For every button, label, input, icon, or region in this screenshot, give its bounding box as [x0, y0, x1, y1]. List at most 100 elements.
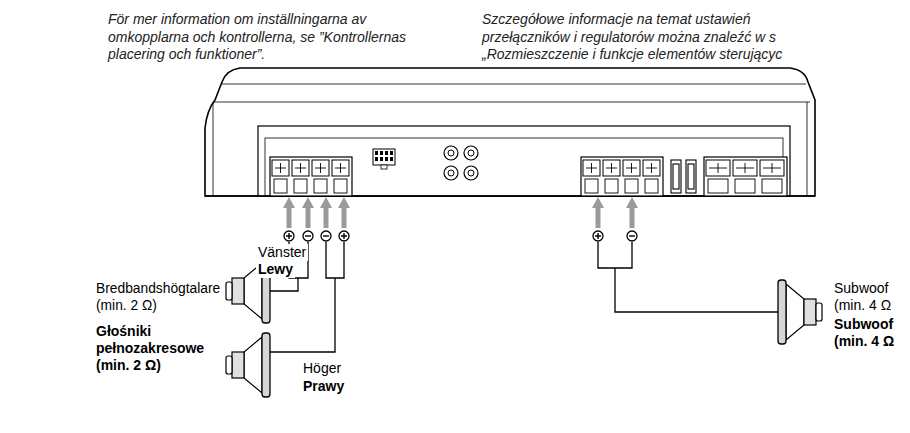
amplifier-housing	[205, 68, 815, 196]
terminal-opening	[708, 179, 728, 193]
connector-pin	[385, 157, 388, 161]
plus-symbol	[339, 231, 349, 241]
connector-pin	[375, 157, 378, 161]
connector-pins	[375, 151, 393, 161]
speaker-magnet	[232, 278, 244, 304]
remote-connector	[373, 149, 395, 165]
speaker-magnet	[804, 299, 816, 325]
terminal-housing	[270, 157, 352, 196]
arrow-shaft	[342, 206, 347, 228]
polarity-mark	[305, 235, 311, 236]
housing-edge	[222, 84, 806, 85]
terminal-opening	[314, 179, 327, 193]
polarity-symbols	[284, 231, 637, 241]
connector-pin	[385, 151, 388, 155]
housing-edge	[213, 102, 810, 103]
speaker-label: Subwoof (min. 4 Ω	[834, 316, 908, 350]
speaker-cap	[226, 356, 232, 374]
speaker-frame	[262, 333, 270, 397]
arrow-shaft	[287, 206, 292, 228]
connector-pin	[380, 157, 383, 161]
speaker-cone	[244, 337, 262, 393]
arrow-shaft	[630, 206, 635, 228]
channel-label: Vänster	[256, 244, 308, 261]
speaker-cap	[226, 282, 232, 300]
polarity-mark	[629, 235, 635, 236]
housing-edge	[213, 102, 807, 196]
minus-symbol	[303, 231, 313, 241]
terminal-screw	[643, 160, 660, 176]
terminal-screw	[706, 160, 730, 176]
terminal-screw	[312, 160, 329, 176]
speaker-terminal-block	[270, 157, 352, 196]
terminal-screw	[332, 160, 349, 176]
arrow-shaft	[324, 206, 329, 228]
terminal-opening	[274, 179, 287, 193]
terminal-screw	[272, 160, 289, 176]
terminal-opening	[625, 179, 638, 193]
speaker-label: Głośniki pełnozakresowe (min. 2 Ω)	[96, 323, 224, 374]
arrow-head	[283, 197, 295, 208]
connector-pin	[390, 151, 393, 155]
screw-slot	[315, 163, 326, 173]
speaker-illustrations	[226, 259, 822, 397]
plus-symbol	[593, 231, 603, 241]
screw-slot	[626, 163, 637, 173]
remote-connector	[381, 165, 387, 169]
speaker-frame	[778, 280, 786, 344]
screw-slot	[736, 163, 754, 173]
channel-label: Lewy	[256, 261, 295, 278]
note-text: Szczegółowe informacje na temat ustawień…	[482, 11, 817, 64]
fuses	[671, 160, 696, 193]
speaker-terminal-block	[581, 157, 663, 196]
terminal-opening	[762, 179, 782, 193]
arrow-head	[338, 197, 350, 208]
polarity-mark	[323, 235, 329, 236]
terminal-opening	[585, 179, 598, 193]
terminal-screw	[583, 160, 600, 176]
terminal-opening	[735, 179, 755, 193]
arrow-shaft	[306, 206, 311, 228]
arrow-head	[320, 197, 332, 208]
speaker-cap	[816, 303, 822, 321]
arrow-shaft	[596, 206, 601, 228]
terminal-housing	[704, 157, 787, 196]
arrow-head	[592, 197, 604, 208]
screw-slot	[335, 163, 346, 173]
arrow-head	[626, 197, 638, 208]
terminal-opening	[334, 179, 347, 193]
minus-symbol	[627, 231, 637, 241]
arrow-head	[302, 197, 314, 208]
channel-label: Höger	[303, 360, 341, 377]
terminal-screw	[603, 160, 620, 176]
terminal-screw	[733, 160, 757, 176]
speaker-wires	[270, 242, 778, 352]
terminal-screw	[292, 160, 309, 176]
power-terminal-block	[704, 157, 787, 196]
front-panel	[258, 126, 790, 196]
polarity-mark	[341, 233, 347, 239]
terminal-housing	[581, 157, 663, 196]
speaker	[226, 333, 270, 397]
note-text: För mer information om inställningarna a…	[108, 11, 448, 64]
terminal-screw	[623, 160, 640, 176]
speaker-label: Subwoof (min. 4 Ω	[834, 280, 908, 314]
screw-slot	[763, 163, 781, 173]
speaker-label: Bredbandshögtalare (min. 2 Ω)	[96, 281, 224, 315]
channel-label: Prawy	[303, 378, 344, 395]
plus-symbol	[284, 231, 294, 241]
terminal-opening	[605, 179, 618, 193]
screw-slot	[275, 163, 286, 173]
minus-symbol	[321, 231, 331, 241]
connector-pin	[375, 151, 378, 155]
terminal-opening	[294, 179, 307, 193]
polarity-mark	[286, 233, 292, 239]
terminal-screw	[760, 160, 784, 176]
screw-slot	[295, 163, 306, 173]
screw-slot	[709, 163, 727, 173]
connection-arrows	[283, 197, 638, 228]
speaker-magnet	[232, 352, 244, 378]
screw-slot	[606, 163, 617, 173]
connector-pin	[390, 157, 393, 161]
